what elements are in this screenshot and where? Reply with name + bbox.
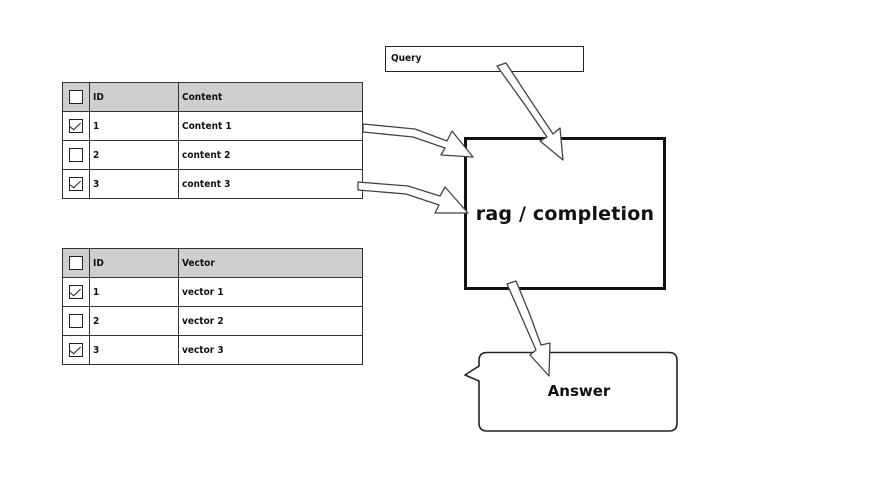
query-label: Query <box>391 53 422 64</box>
table-row[interactable]: 2 content 2 <box>62 140 363 170</box>
answer-callout-shape <box>464 351 678 432</box>
table-row[interactable]: 1 Content 1 <box>62 111 363 141</box>
table-row[interactable]: 2 vector 2 <box>62 306 363 336</box>
cell-id: 3 <box>89 335 179 365</box>
row-checkbox[interactable] <box>69 148 83 162</box>
arrow-query-to-rag <box>496 62 564 161</box>
cell-content: content 2 <box>178 140 363 170</box>
query-input[interactable]: Query <box>385 46 584 72</box>
arrow-content3-to-rag <box>357 181 469 214</box>
row-checkbox[interactable] <box>69 285 83 299</box>
answer-callout: Answer <box>463 351 679 433</box>
cell-content: Content 1 <box>178 111 363 141</box>
cell-id: 3 <box>89 169 179 199</box>
row-checkbox[interactable] <box>69 177 83 191</box>
table-row[interactable]: 3 content 3 <box>62 169 363 199</box>
cell-vector: vector 3 <box>178 335 363 365</box>
cell-vector: vector 1 <box>178 277 363 307</box>
answer-label: Answer <box>547 382 611 400</box>
row-checkbox[interactable] <box>69 119 83 133</box>
select-all-checkbox[interactable] <box>69 90 83 104</box>
cell-id: 1 <box>89 111 179 141</box>
column-header-id: ID <box>89 248 179 278</box>
cell-id: 2 <box>89 306 179 336</box>
cell-content: content 3 <box>178 169 363 199</box>
column-header-vector: Vector <box>178 248 363 278</box>
table-header-row: ID Content <box>62 82 363 112</box>
content-table: ID Content 1 Content 1 2 content 2 3 con… <box>62 82 363 199</box>
cell-id: 2 <box>89 140 179 170</box>
table-row[interactable]: 3 vector 3 <box>62 335 363 365</box>
cell-id: 1 <box>89 277 179 307</box>
rag-completion-label: rag / completion <box>475 202 655 225</box>
rag-completion-box: rag / completion <box>464 137 666 290</box>
arrow-content-to-rag <box>362 123 474 158</box>
cell-vector: vector 2 <box>178 306 363 336</box>
column-header-id: ID <box>89 82 179 112</box>
arrow-rag-to-answer <box>506 280 551 377</box>
vector-table: ID Vector 1 vector 1 2 vector 2 3 vector… <box>62 248 363 365</box>
select-all-checkbox[interactable] <box>69 256 83 270</box>
row-checkbox[interactable] <box>69 343 83 357</box>
table-header-row: ID Vector <box>62 248 363 278</box>
row-checkbox[interactable] <box>69 314 83 328</box>
table-row[interactable]: 1 vector 1 <box>62 277 363 307</box>
column-header-content: Content <box>178 82 363 112</box>
